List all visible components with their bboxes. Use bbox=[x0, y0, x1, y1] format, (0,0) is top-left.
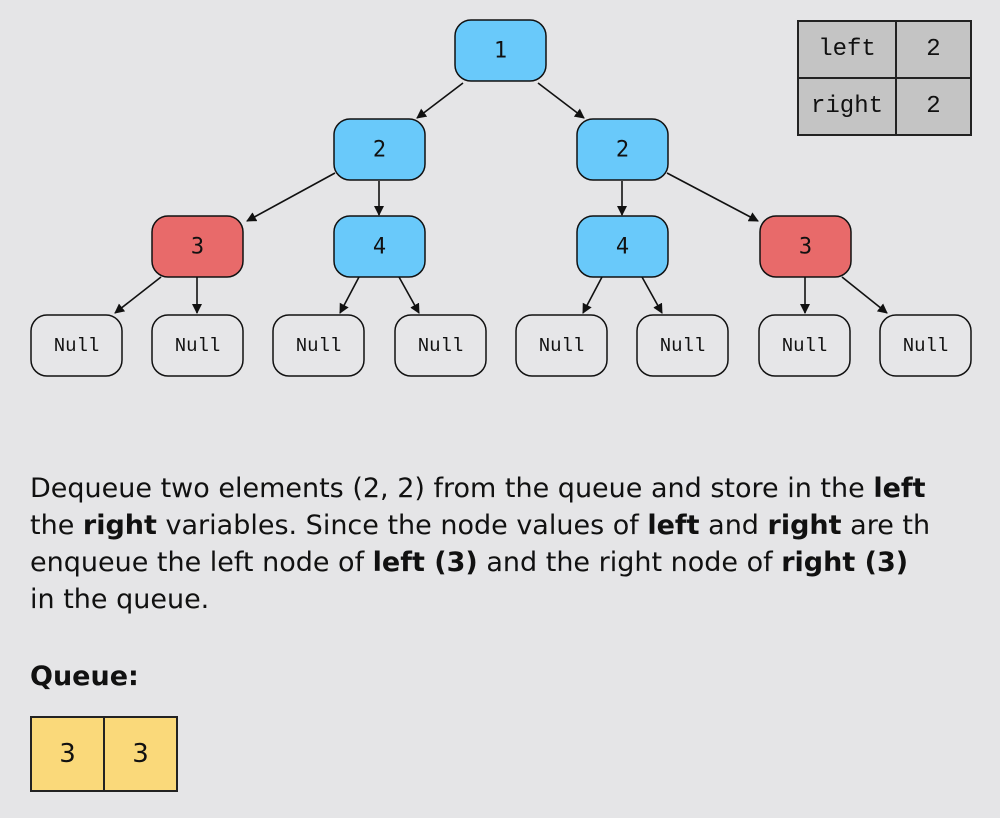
svg-text:Null: Null bbox=[660, 335, 706, 357]
variables-table: left 2 right 2 bbox=[797, 20, 972, 136]
explanation-text: are th bbox=[841, 510, 931, 541]
edge-4a-right-null bbox=[398, 276, 420, 314]
variable-value: 2 bbox=[895, 20, 972, 79]
edge-3a-left-null bbox=[114, 276, 162, 314]
svg-text:2: 2 bbox=[616, 138, 629, 163]
tree-null-leaf: Null bbox=[758, 314, 851, 377]
edge-right-2-to-3 bbox=[666, 172, 759, 222]
tree-null-leaf: Null bbox=[30, 314, 123, 377]
edge-root-left bbox=[416, 82, 464, 119]
svg-text:Null: Null bbox=[903, 335, 949, 357]
tree-edges bbox=[114, 82, 888, 314]
edge-4b-left-null bbox=[582, 276, 603, 314]
explanation-text: in the queue. bbox=[30, 584, 210, 615]
queue: 3 3 bbox=[30, 716, 178, 792]
svg-text:3: 3 bbox=[799, 235, 812, 260]
explanation-bold-text: left (3) bbox=[372, 547, 478, 578]
explanation-line-4: in the queue. bbox=[30, 581, 1000, 618]
variable-name: right bbox=[797, 77, 897, 136]
explanation-bold-text: left bbox=[647, 510, 700, 541]
explanation-text: and bbox=[699, 510, 768, 541]
tree-node-left-3-highlighted: 3 bbox=[151, 215, 244, 278]
variable-row-right: right 2 bbox=[797, 77, 972, 136]
edge-root-right bbox=[537, 82, 585, 119]
tree-node-root: 1 bbox=[454, 19, 547, 82]
tree-node-right-2: 2 bbox=[576, 118, 669, 181]
explanation-bold-text: right bbox=[767, 510, 842, 541]
svg-text:Null: Null bbox=[54, 335, 100, 357]
tree-node-left-4: 4 bbox=[333, 215, 426, 278]
step-explanation: Dequeue two elements (2, 2) from the que… bbox=[30, 470, 1000, 618]
svg-text:Null: Null bbox=[418, 335, 464, 357]
explanation-text: and the right node of bbox=[477, 547, 782, 578]
svg-text:3: 3 bbox=[191, 235, 204, 260]
explanation-line-2: the right variables. Since the node valu… bbox=[30, 507, 1000, 544]
queue-item: 3 bbox=[103, 718, 176, 790]
svg-text:4: 4 bbox=[616, 235, 629, 260]
explanation-text: Dequeue two elements (2, 2) from the que… bbox=[30, 473, 874, 504]
queue-item: 3 bbox=[32, 718, 103, 790]
variable-row-left: left 2 bbox=[797, 20, 972, 79]
tree-null-leaf: Null bbox=[515, 314, 608, 377]
variable-value: 2 bbox=[895, 77, 972, 136]
svg-text:Null: Null bbox=[296, 335, 342, 357]
svg-text:1: 1 bbox=[494, 39, 507, 64]
explanation-line-3: enqueue the left node of left (3) and th… bbox=[30, 544, 1000, 581]
tree-node-right-3-highlighted: 3 bbox=[759, 215, 852, 278]
tree-null-leaf: Null bbox=[394, 314, 487, 377]
svg-text:Null: Null bbox=[782, 335, 828, 357]
queue-title: Queue: bbox=[30, 661, 139, 692]
svg-text:Null: Null bbox=[539, 335, 585, 357]
tree-null-leaf: Null bbox=[151, 314, 244, 377]
svg-text:Null: Null bbox=[175, 335, 221, 357]
tree-node-right-4: 4 bbox=[576, 215, 669, 278]
explanation-text: enqueue the left node of bbox=[30, 547, 373, 578]
svg-text:2: 2 bbox=[373, 138, 386, 163]
explanation-text: the bbox=[30, 510, 83, 541]
explanation-bold-text: right (3) bbox=[781, 547, 909, 578]
edge-left-2-to-3 bbox=[246, 172, 336, 222]
edge-3b-right-null bbox=[841, 276, 888, 314]
explanation-bold-text: right bbox=[82, 510, 157, 541]
explanation-line-1: Dequeue two elements (2, 2) from the que… bbox=[30, 470, 1000, 507]
edge-4a-left-null bbox=[339, 276, 360, 314]
variable-name: left bbox=[797, 20, 897, 79]
tree-null-leaf: Null bbox=[879, 314, 972, 377]
edge-4b-right-null bbox=[641, 276, 663, 314]
explanation-bold-text: left bbox=[873, 473, 926, 504]
svg-text:4: 4 bbox=[373, 235, 386, 260]
binary-tree-diagram: 1 2 2 3 4 4 3 Null Null Null Null bbox=[30, 19, 972, 377]
explanation-text: variables. Since the node values of bbox=[156, 510, 648, 541]
tree-null-leaf: Null bbox=[636, 314, 729, 377]
tree-null-leaf: Null bbox=[272, 314, 365, 377]
tree-node-left-2: 2 bbox=[333, 118, 426, 181]
